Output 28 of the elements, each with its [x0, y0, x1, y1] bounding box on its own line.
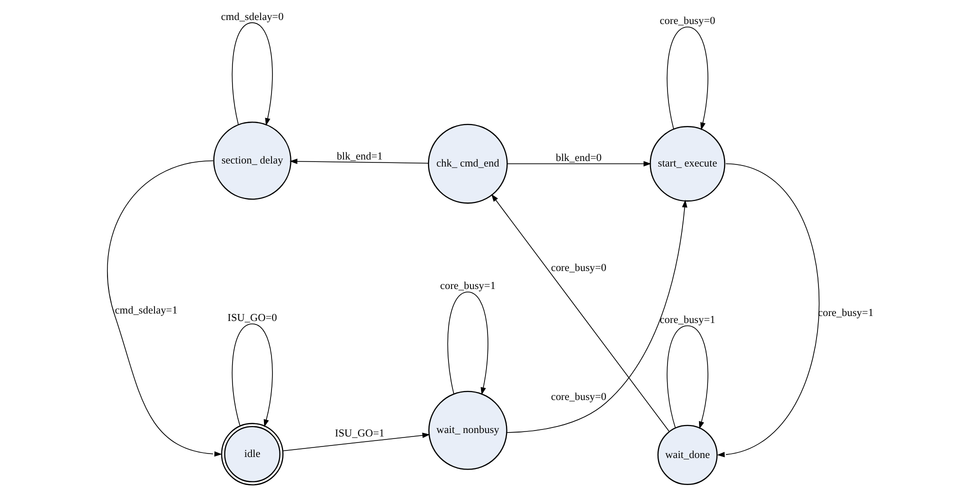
- arrow: [231, 324, 272, 428]
- arrow: [506, 161, 651, 166]
- edge-label: blk_end=1: [336, 150, 382, 162]
- edge-label: blk_end=0: [555, 152, 602, 164]
- edge-label: core_busy=1: [659, 314, 715, 326]
- arrow: [106, 160, 222, 457]
- edge-label: cmd_sdelay=0: [220, 10, 284, 23]
- arrow: [666, 325, 708, 430]
- node-circle: wait_ nonbusy: [428, 390, 507, 470]
- arrow: [446, 292, 488, 396]
- arrow: [716, 163, 820, 458]
- edge-label: ISU_GO=0: [227, 312, 277, 324]
- arrow: [506, 200, 687, 433]
- edge-label: ISU_GO=1: [334, 428, 384, 440]
- arrow: [490, 194, 670, 432]
- node-circle: start_ execute: [649, 126, 725, 202]
- arrow: [282, 432, 430, 452]
- edge-label: core_busy=1: [440, 280, 496, 292]
- arrow: [231, 22, 272, 126]
- arrow: [666, 26, 708, 130]
- arrow: [289, 158, 428, 164]
- node-circle: idle: [220, 422, 284, 486]
- edge-label: core_busy=0: [659, 15, 715, 28]
- node-circle: section_ delay: [212, 122, 291, 200]
- edge-label: cmd_sdelay=1: [114, 304, 177, 317]
- edge-label: core_busy=0: [550, 262, 606, 274]
- edge-label: core_busy=0: [550, 390, 606, 403]
- node-circle: wait_done: [656, 424, 718, 486]
